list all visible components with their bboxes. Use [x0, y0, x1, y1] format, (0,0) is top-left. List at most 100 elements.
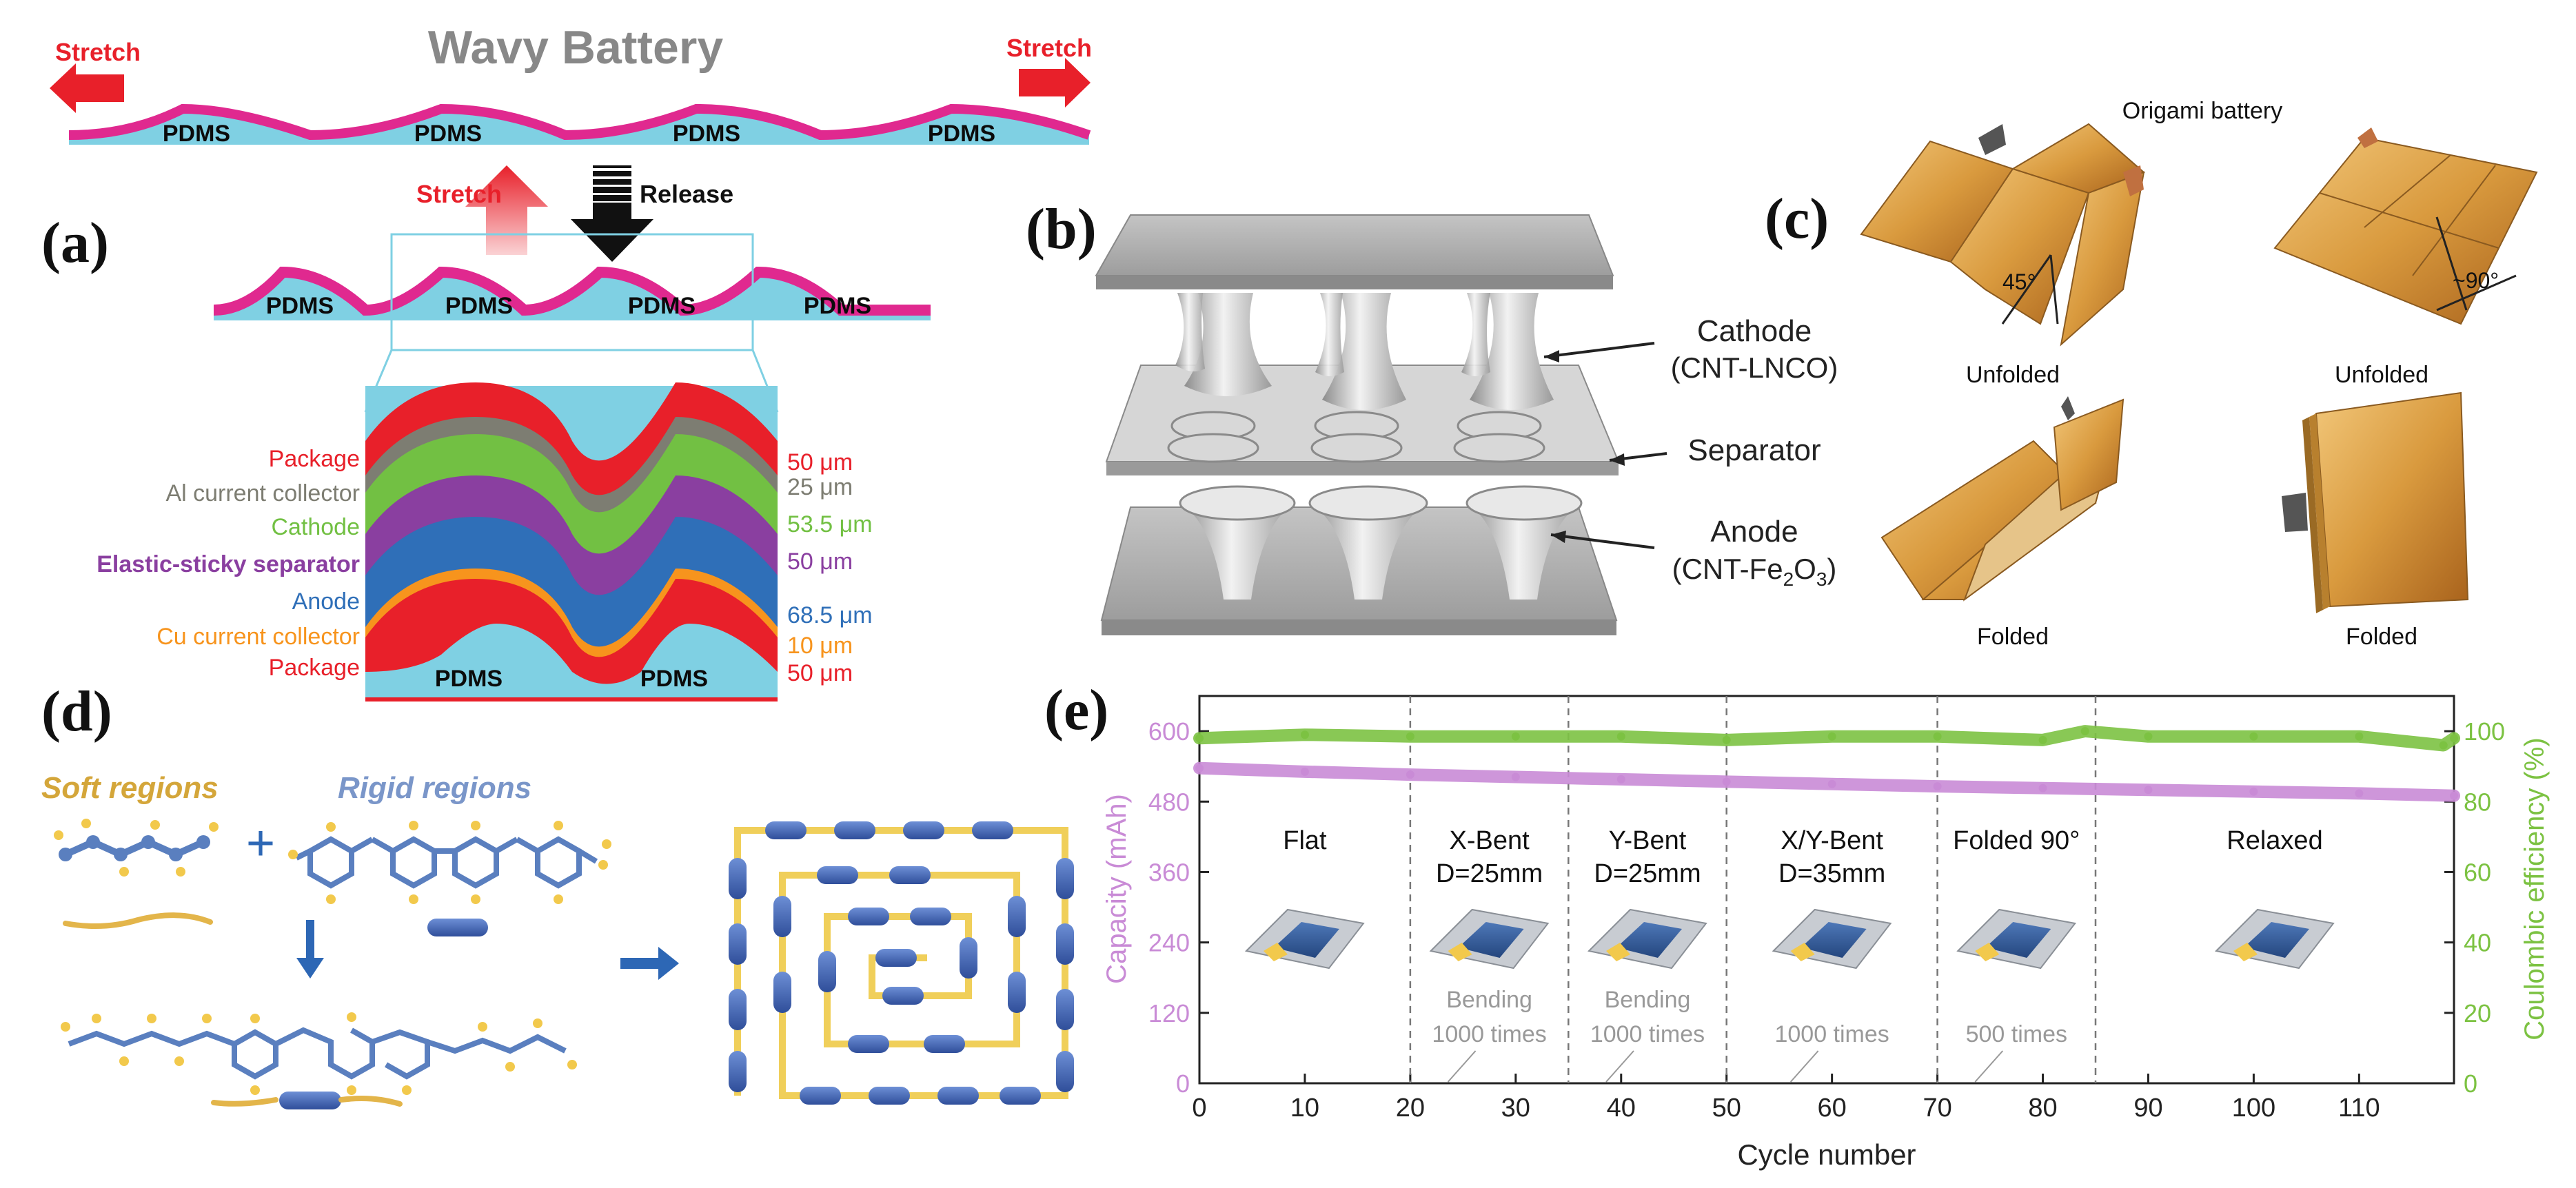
- angle-45-label: 45°: [2002, 269, 2036, 294]
- layer-label-cathode: Cathode: [271, 514, 360, 540]
- device-tab: [1606, 943, 1630, 961]
- segment-note: 1000 times: [1774, 1021, 1889, 1047]
- stretch-left-arrow: [50, 63, 124, 113]
- thickness-cathode: 53.5 μm: [787, 511, 873, 537]
- layer-label-anode: Anode: [292, 588, 360, 615]
- combined-soft-line-left: [211, 1097, 278, 1107]
- thickness-package-top: 50 μm: [787, 449, 853, 475]
- plus-sign: +: [246, 816, 275, 871]
- x-tick-label: 110: [2338, 1094, 2380, 1123]
- soft-regions-label: Soft regions: [41, 771, 219, 805]
- angle-90-label: ~90°: [2453, 268, 2499, 293]
- efficiency-point: [1300, 730, 1309, 739]
- efficiency-series-line: [1193, 725, 2460, 752]
- separator-label: Separator: [1687, 433, 1821, 467]
- y-left-tick-label: 240: [1148, 929, 1190, 957]
- cathode-sub: (CNT-LNCO): [1671, 351, 1838, 384]
- device-cell: [1801, 922, 1867, 958]
- cathode-cones: [1175, 293, 1554, 410]
- segment-subtitle: D=25mm: [1436, 859, 1543, 888]
- layer-label-package-bottom: Package: [269, 655, 360, 681]
- y-right-tick-label: 0: [2464, 1069, 2477, 1098]
- segment-note: 1000 times: [1590, 1021, 1705, 1047]
- y-right-tick-label: 40: [2464, 929, 2491, 957]
- layer-label-al: Al current collector: [165, 480, 360, 506]
- segment-note-pointer: [1789, 1050, 1819, 1083]
- device-tab: [1790, 943, 1815, 961]
- combined-polymer-chain: [68, 1027, 567, 1080]
- x-tick-label: 80: [2028, 1094, 2057, 1123]
- efficiency-point: [2355, 732, 2364, 741]
- y-left-tick-label: 360: [1148, 858, 1190, 886]
- efficiency-point: [2080, 727, 2089, 736]
- y-right-tick-label: 20: [2464, 999, 2491, 1027]
- device-cell: [1985, 922, 2051, 958]
- y-axis-right-label: Coulombic efficiency (%): [2519, 737, 2550, 1040]
- device-tab: [1448, 943, 1472, 961]
- efficiency-point: [2038, 735, 2047, 744]
- efficiency-point: [2249, 732, 2258, 741]
- device-cell: [1616, 922, 1682, 958]
- segment-title: Folded 90°: [1953, 826, 2080, 855]
- x-tick-label: 100: [2232, 1094, 2275, 1123]
- folded-label-2: Folded: [2346, 624, 2417, 650]
- mid-wavy-pink: [213, 266, 931, 316]
- segment-title: Flat: [1283, 826, 1327, 855]
- combined-rigid-capsule: [279, 1092, 341, 1109]
- x-tick-label: 20: [1396, 1094, 1425, 1123]
- top-wavy-pink: [68, 103, 1091, 141]
- origami-folded-2: [2282, 391, 2469, 613]
- origami-title: Origami battery: [2122, 98, 2282, 124]
- segment-note-pointer: [1447, 1050, 1477, 1083]
- capacity-series-line: [1193, 761, 2460, 802]
- x-tick-label: 40: [1607, 1094, 1636, 1123]
- anode-label: Anode: [1710, 515, 1798, 549]
- x-tick-label: 50: [1712, 1094, 1741, 1123]
- capacity-point: [1827, 779, 1836, 788]
- layer-stack: PDMS PDMS: [365, 382, 778, 701]
- origami-unfolded-2: ~90°: [2273, 127, 2538, 325]
- panel-e-label: (e): [1044, 678, 1108, 742]
- folded-label-1: Folded: [1977, 624, 2049, 650]
- panel-a: (a) Wavy Battery Stretch Stretch PDMS PD…: [41, 21, 1092, 701]
- efficiency-point: [1195, 734, 1204, 743]
- device-tab: [1263, 943, 1288, 961]
- layer-label-cu: Cu current collector: [156, 624, 360, 650]
- release-down-arrow: [571, 165, 653, 262]
- combine-down-arrow: [296, 920, 324, 979]
- stack-pdms-1: PDMS: [435, 666, 503, 692]
- capacity-point: [2038, 784, 2047, 792]
- stack-pdms-2: PDMS: [640, 666, 708, 692]
- mid-pdms-3: PDMS: [628, 293, 696, 319]
- capacity-point: [1722, 777, 1731, 786]
- efficiency-point: [2450, 734, 2458, 743]
- anode-cones: [1179, 485, 1583, 600]
- rigid-molecule: [295, 836, 598, 889]
- efficiency-point: [1827, 732, 1836, 741]
- capacity-point: [2249, 787, 2258, 796]
- panel-d: (d) Soft regions Rigid regions +: [41, 679, 1074, 1109]
- y-right-tick-label: 60: [2464, 858, 2491, 886]
- release-label: Release: [640, 180, 733, 208]
- device-cell: [2244, 922, 2309, 958]
- x-tick-label: 30: [1501, 1094, 1530, 1123]
- anode-sub: (CNT-Fe2O3): [1672, 553, 1837, 590]
- device-cell: [1458, 922, 1524, 958]
- y-left-tick-label: 0: [1176, 1069, 1190, 1098]
- y-left-tick-label: 480: [1148, 788, 1190, 816]
- x-tick-label: 0: [1192, 1094, 1206, 1123]
- thickness-al: 25 μm: [787, 474, 853, 500]
- thickness-package-bottom: 50 μm: [787, 660, 853, 686]
- assemble-right-arrow: [620, 947, 679, 980]
- segment-title: X-Bent: [1450, 826, 1530, 855]
- combined-polymer-hydrogens: [61, 1012, 577, 1095]
- capacity-point: [1511, 772, 1520, 781]
- unfolded-label-1: Unfolded: [1966, 362, 2060, 388]
- panel-a-label: (a): [41, 211, 109, 275]
- capacity-point: [1933, 782, 1942, 791]
- x-tick-label: 10: [1290, 1094, 1319, 1123]
- segment-subtitle: D=35mm: [1778, 859, 1885, 888]
- efficiency-point: [1933, 732, 1942, 741]
